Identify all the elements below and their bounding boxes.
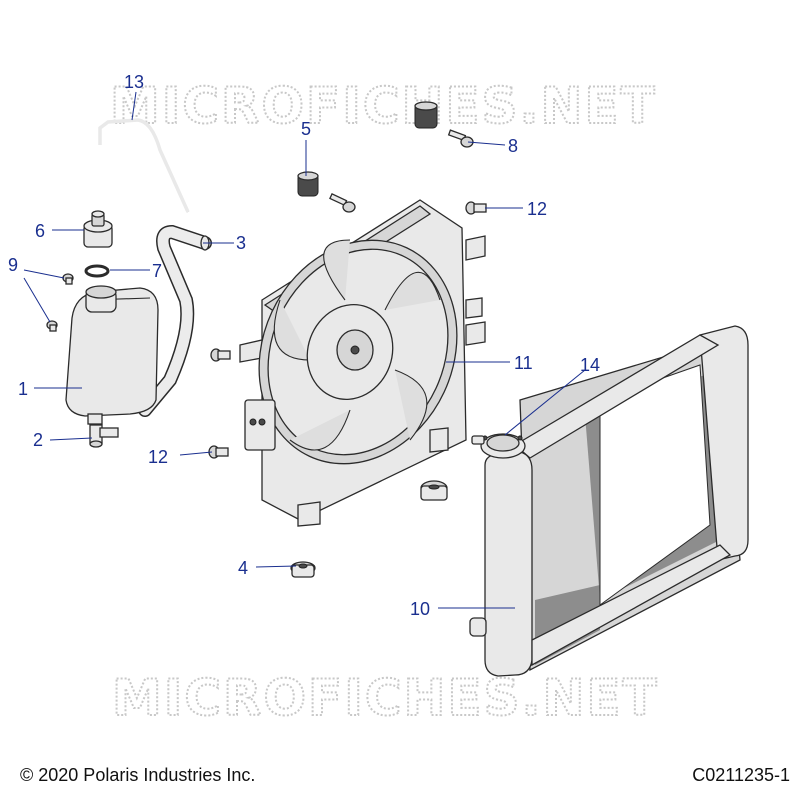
callout-12-lower: 12 — [148, 447, 168, 467]
grommet-upper — [414, 101, 438, 129]
copyright-notice: © 2020 Polaris Industries Inc. — [20, 765, 256, 785]
bolt-left — [210, 348, 231, 362]
bolt-lower — [329, 193, 356, 213]
bolt-12-upper — [465, 201, 487, 215]
bolt-8 — [447, 129, 474, 148]
radiator — [469, 325, 749, 677]
callout-9: 9 — [8, 255, 18, 275]
callout-labels: 13 3 6 7 9 1 2 5 8 12 11 12 14 4 10 — [8, 72, 600, 619]
callout-12-upper: 12 — [527, 199, 547, 219]
callout-4: 4 — [238, 558, 248, 578]
callout-6: 6 — [35, 221, 45, 241]
grommet-5 — [297, 171, 319, 197]
o-ring — [84, 264, 110, 278]
callout-2: 2 — [33, 430, 43, 450]
reservoir-cap — [83, 210, 113, 248]
elbow-fitting — [89, 424, 119, 448]
leader-lines — [23, 91, 586, 609]
callout-10: 10 — [410, 599, 430, 619]
grommet-4 — [290, 561, 316, 578]
drawing-number: C0211235-1 — [692, 765, 790, 785]
coolant-reservoir — [65, 285, 159, 425]
callout-3: 3 — [236, 233, 246, 253]
callout-7: 7 — [152, 261, 162, 281]
grommet-radiator — [420, 480, 448, 501]
callout-11: 11 — [514, 353, 533, 373]
screws-9 — [46, 273, 74, 332]
callout-13: 13 — [124, 72, 144, 92]
callout-1: 1 — [18, 379, 28, 399]
watermark-top: MICROFICHES.NET — [110, 77, 657, 135]
callout-8: 8 — [508, 136, 518, 156]
fan-shroud-assembly — [239, 199, 486, 527]
callout-14: 14 — [580, 355, 600, 375]
watermark-bottom: MICROFICHES.NET — [112, 669, 659, 727]
vent-hose — [98, 118, 190, 213]
callout-5: 5 — [301, 119, 311, 139]
coolant-hose — [138, 224, 212, 417]
